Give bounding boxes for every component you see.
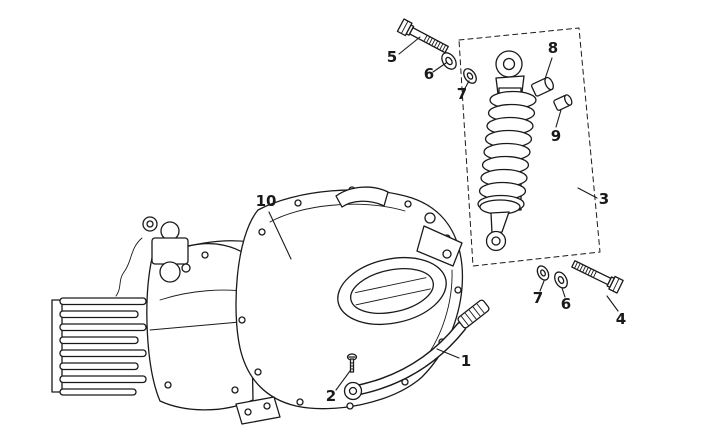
shock-mount-bracket	[416, 212, 463, 267]
kick-lever-pedal	[457, 299, 490, 329]
lever-screw	[346, 353, 358, 373]
callout-9: 9	[551, 109, 562, 145]
callout-7-lower: 7	[533, 280, 545, 307]
callout-10-label: 10	[256, 192, 277, 210]
callout-1-label: 1	[461, 352, 471, 370]
callout-3: 3	[577, 187, 609, 208]
callout-10: 10	[256, 192, 292, 260]
transmission-cover	[235, 186, 464, 425]
callout-2-label: 2	[326, 387, 336, 405]
callout-6-lower: 6	[561, 287, 571, 313]
upper-washer-6	[441, 52, 457, 70]
callout-1: 1	[436, 348, 471, 370]
lower-washer-6	[554, 271, 568, 289]
callout-4-label: 4	[616, 310, 626, 328]
callout-6-lower-label: 6	[561, 295, 571, 313]
callout-2: 2	[326, 370, 351, 405]
callout-6-upper: 6	[424, 62, 447, 83]
callout-8: 8	[544, 39, 558, 80]
upper-mount-bolt	[396, 18, 449, 54]
shock-spring	[477, 75, 537, 215]
spacer-bushing	[553, 94, 573, 111]
callout-7-upper-label: 7	[457, 85, 467, 103]
callout-4: 4	[606, 295, 626, 328]
carburetor	[115, 211, 307, 297]
shock-lower-eye	[485, 211, 510, 252]
engine-assembly	[51, 186, 490, 425]
upper-bushing	[530, 76, 554, 97]
callouts: 5 6 7 8 9 3 7 6	[256, 36, 626, 405]
lower-washer-7	[536, 265, 550, 281]
callout-7-upper: 7	[457, 80, 470, 103]
callout-6-upper-label: 6	[424, 65, 434, 83]
upper-washer-7	[463, 68, 477, 84]
cylinder-fins	[51, 297, 147, 396]
shock-absorber	[458, 27, 601, 267]
callout-9-label: 9	[551, 127, 561, 145]
callout-5-label: 5	[387, 48, 397, 66]
callout-8-label: 8	[548, 39, 558, 57]
kick-starter-lever	[343, 299, 490, 401]
cover-emblem	[337, 257, 447, 325]
callout-3-label: 3	[599, 190, 609, 208]
callout-5: 5	[387, 36, 421, 66]
callout-7-lower-label: 7	[533, 289, 543, 307]
lower-mount-bolt	[571, 260, 624, 294]
shock-kit-boundary	[458, 27, 601, 267]
